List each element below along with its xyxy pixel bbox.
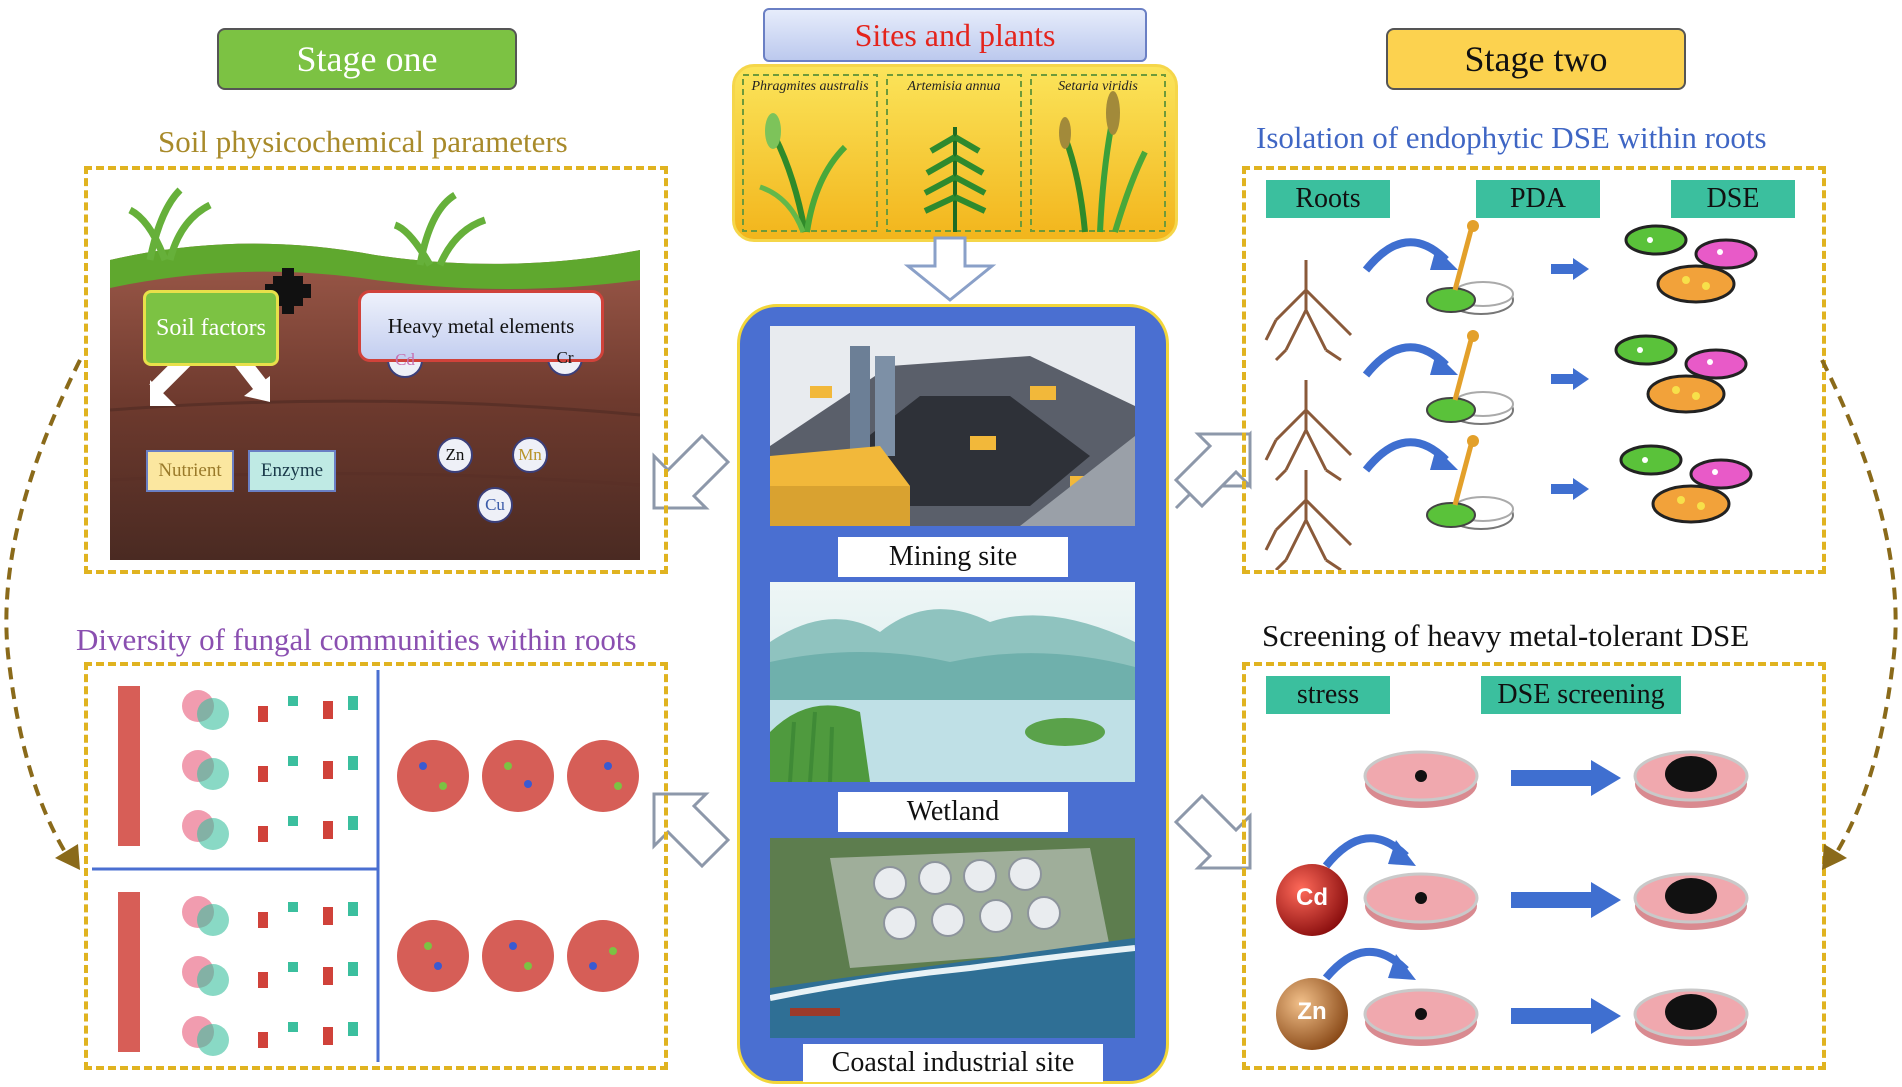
cd-label: Cd (1296, 884, 1328, 911)
enzyme-box: Enzyme (248, 450, 336, 492)
metal-label-mn: Mn (518, 445, 542, 464)
arrow-to-diversity-icon (652, 792, 731, 869)
plant-label-1: Phragmites australis (751, 79, 869, 94)
plants-illustration (742, 74, 1166, 233)
plant-label-2: Artemisia annua (907, 79, 1001, 94)
soil-factors-box: Soil factors (143, 290, 279, 366)
metal-label-zn: Zn (445, 445, 465, 464)
mining-site-image (770, 326, 1135, 526)
isolation-title: Isolation of endophytic DSE within roots (1256, 120, 1767, 155)
arrow-to-screening-icon (1173, 793, 1252, 870)
wetland-label: Wetland (838, 792, 1068, 832)
metal-label-cr: Cr (556, 348, 574, 367)
right-flow-arrow-icon (1820, 359, 1898, 870)
plant-label-3: Setaria viridis (1058, 79, 1138, 94)
stress-header: stress (1266, 676, 1390, 714)
diversity-title: Diversity of fungal communities within r… (76, 622, 637, 657)
diversity-figure-thumbnail (92, 670, 639, 1062)
metal-label-cd: Cd (395, 350, 415, 369)
screening-box: stress DSE screening (1242, 662, 1826, 1070)
soil-box: Soil factors Heavy metal elements Nutrie… (84, 166, 668, 574)
stage-one-label: Stage one (217, 28, 517, 90)
zn-label: Zn (1297, 998, 1327, 1025)
down-arrow-icon (903, 236, 997, 302)
stage-two-label: Stage two (1386, 28, 1686, 90)
dse-screening-header: DSE screening (1481, 676, 1681, 714)
zn-ball-icon (1276, 978, 1348, 1050)
mining-site-label: Mining site (838, 537, 1068, 577)
arrow-to-soil-icon (652, 433, 731, 510)
isolation-box: Roots PDA DSE (1242, 166, 1826, 574)
sites-header: Sites and plants (763, 8, 1147, 62)
coastal-site-label: Coastal industrial site (803, 1044, 1103, 1082)
isolation-steps-illustration (1264, 220, 1758, 570)
dse-header: DSE (1671, 180, 1795, 218)
heavy-metal-box: Heavy metal elements (358, 290, 604, 362)
screening-steps-illustration (1276, 750, 1749, 1050)
soil-title: Soil physicochemical parameters (158, 124, 568, 159)
plants-panel: Phragmites australis Artemisia annua Set… (732, 64, 1178, 242)
arrow-to-isolation-icon (1173, 430, 1252, 510)
screening-title: Screening of heavy metal-tolerant DSE (1262, 618, 1750, 653)
cd-ball-icon (1276, 864, 1348, 936)
pda-header: PDA (1476, 180, 1600, 218)
roots-header: Roots (1266, 180, 1390, 218)
coastal-site-image (770, 838, 1135, 1038)
diversity-box (84, 662, 668, 1070)
left-flow-arrow-icon (4, 359, 82, 870)
wetland-image (770, 582, 1135, 782)
metal-label-cu: Cu (485, 495, 505, 514)
nutrient-box: Nutrient (146, 450, 234, 492)
soil-illustration (110, 187, 640, 560)
